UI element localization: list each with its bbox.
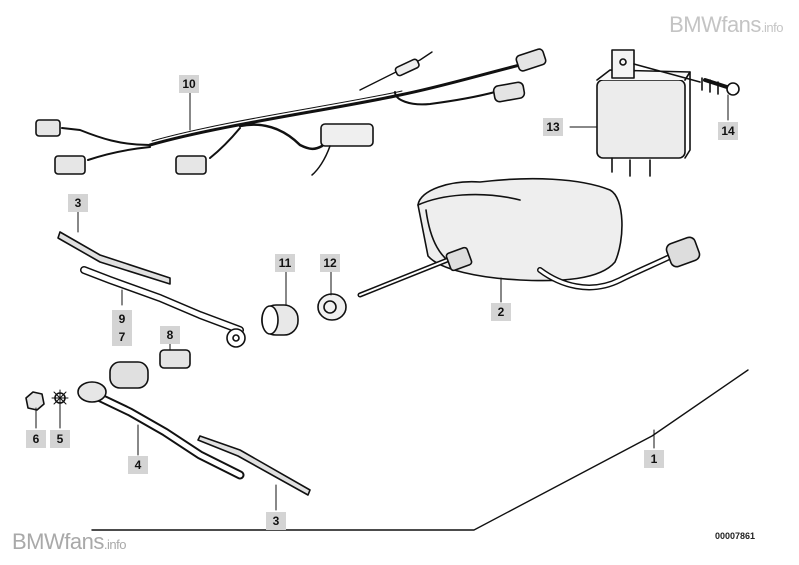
callout-6: 6 (26, 430, 46, 448)
watermark-bottom-suffix: .info (103, 537, 127, 552)
nut-part (317, 293, 347, 321)
wiper-blade-part (57, 231, 311, 496)
callout-5: 5 (50, 430, 70, 448)
washer-part (51, 389, 69, 407)
bush-part (109, 361, 149, 389)
callout-3-top: 3 (68, 194, 88, 212)
watermark-top-brand: BMWfans (669, 12, 761, 37)
callout-12: 12 (320, 254, 340, 272)
wiring-harness-part (35, 48, 547, 176)
callout-9: 9 (112, 310, 132, 328)
callout-11: 11 (275, 254, 295, 272)
callout-2: 2 (491, 303, 511, 321)
callout-13: 13 (543, 118, 563, 136)
wiper-arm-part (80, 266, 246, 348)
shaft-part (159, 349, 191, 369)
bushing-part (261, 304, 299, 336)
watermark-bottom: BMWfans.info (12, 529, 126, 555)
callout-3-bottom: 3 (266, 512, 286, 530)
wiper-motor-part (357, 177, 701, 298)
callout-14: 14 (718, 122, 738, 140)
hex-nut-part (25, 391, 45, 411)
watermark-top-suffix: .info (760, 20, 784, 35)
watermark-top: BMWfans.info (669, 12, 783, 38)
reference-number: 00007861 (714, 531, 755, 541)
callout-8: 8 (160, 326, 180, 344)
screw-part (633, 63, 740, 96)
callout-10: 10 (179, 75, 199, 93)
wiper-arm-lower-part (77, 381, 245, 480)
relay-part (596, 49, 691, 177)
callout-1: 1 (644, 450, 664, 468)
callout-7: 7 (112, 328, 132, 346)
watermark-bottom-brand: BMWfans (12, 529, 104, 554)
outline-line (91, 369, 749, 531)
callout-4: 4 (128, 456, 148, 474)
